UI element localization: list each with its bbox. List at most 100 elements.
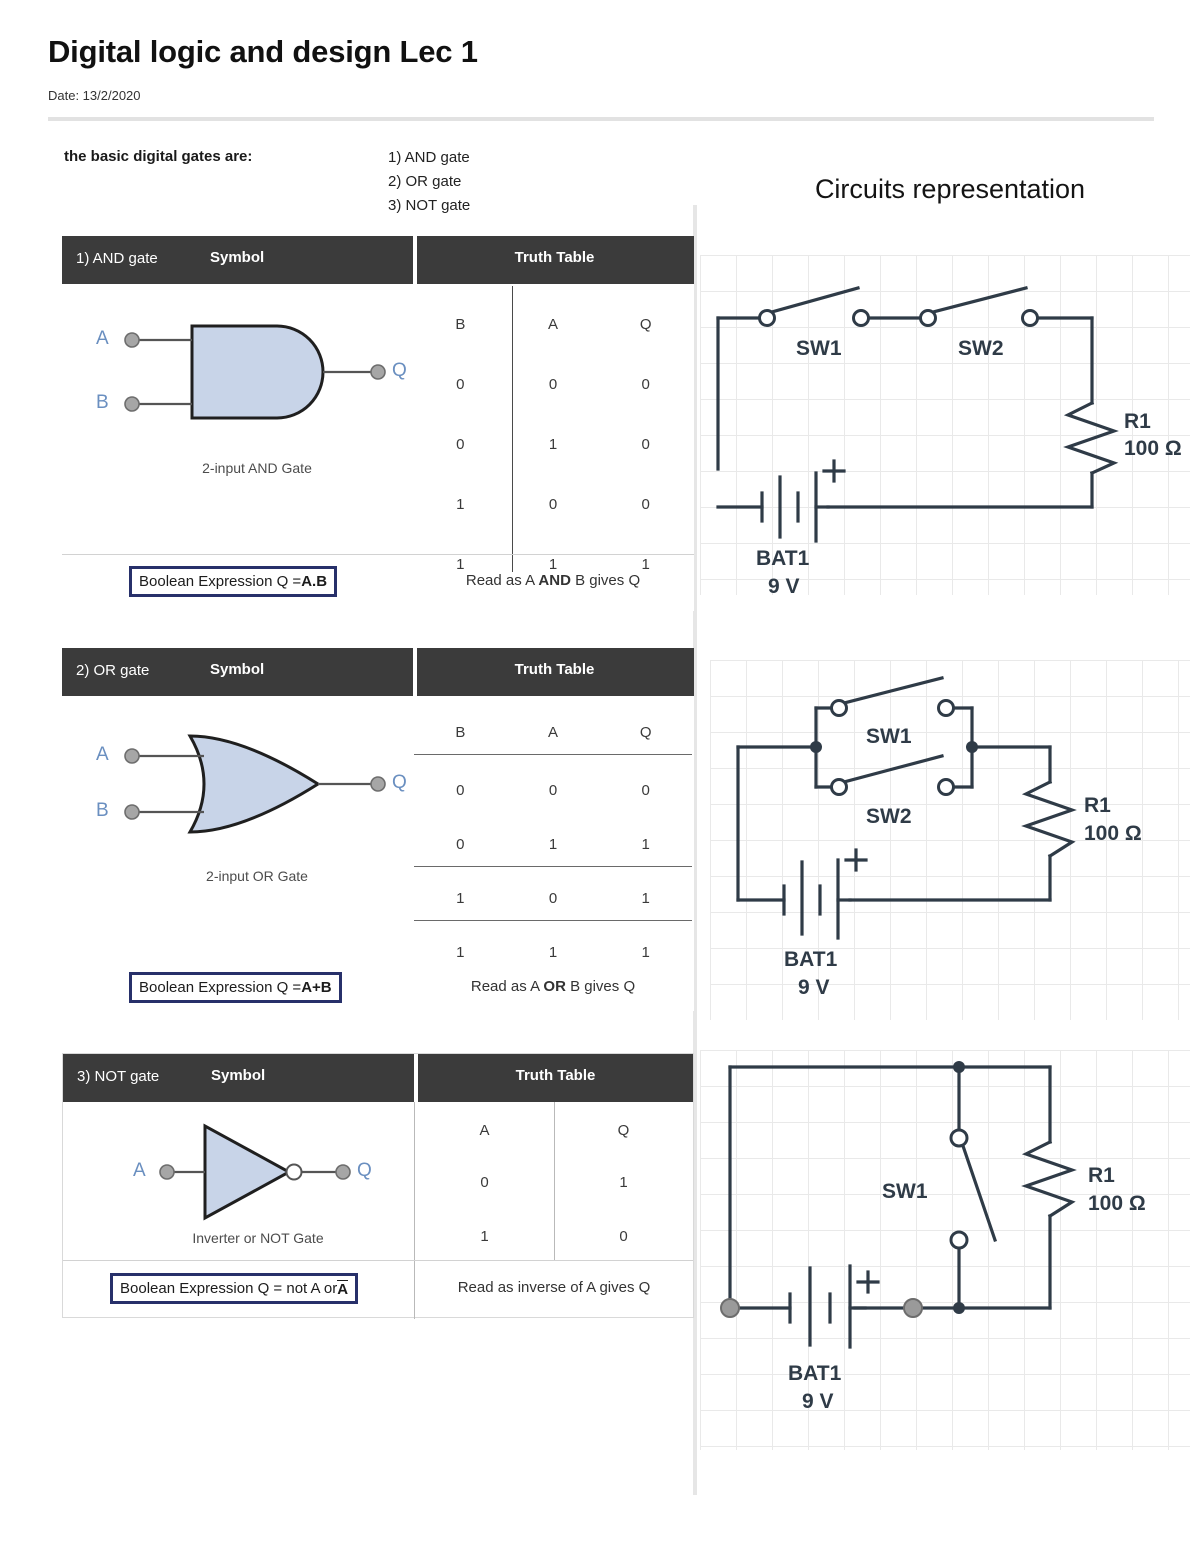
and-gate-card-header: 1) AND gate Symbol Truth Table (62, 236, 694, 284)
sw1-terminal-right (937, 699, 955, 717)
column-header: Q (639, 316, 652, 333)
cell: 1 (548, 836, 558, 853)
and-circuit-diagram: SW1 SW2 R1 100 Ω BAT1 9 V (716, 286, 1182, 595)
cell: 0 (456, 836, 465, 853)
cell: 1 (548, 556, 558, 573)
and-sw2-label: SW2 (958, 337, 1004, 360)
sw1-terminal-bottom (949, 1230, 969, 1250)
cell: 0 (548, 376, 558, 393)
or-input-b-label: B (96, 800, 109, 821)
and-gate-card: 1) AND gate Symbol Truth Table A B Q 2-i… (62, 236, 694, 611)
table-row: 1 0 (415, 1228, 693, 1245)
column-header: A (548, 316, 559, 333)
not-boolean-expression-box: Boolean Expression Q = not A or A (110, 1273, 359, 1304)
cell: 1 (641, 556, 650, 573)
and-battery-ref: BAT1 (756, 547, 810, 570)
not-battery-value: 9 V (802, 1390, 834, 1413)
table-row: 1 0 0 (414, 496, 692, 513)
table-row: 0 1 1 (414, 836, 692, 853)
not-input-a-label: A (133, 1160, 146, 1181)
not-boolean-prefix: Boolean Expression Q = not A or (120, 1280, 338, 1297)
not-resistor-value: 100 Ω (1088, 1192, 1146, 1215)
not-circuit-panel: SW1 R1 100 Ω BAT1 9 V (700, 1050, 1190, 1450)
intro-list-item: 2) OR gate (388, 173, 462, 190)
or-gate-card-header: 2) OR gate Symbol Truth Table (62, 648, 694, 696)
column-divider (693, 205, 697, 1495)
header-split (413, 236, 417, 284)
not-sw1-label: SW1 (882, 1180, 928, 1203)
and-table-header-row: B A Q (414, 316, 692, 333)
not-symbol-header: Symbol (211, 1067, 266, 1084)
sw1-terminal-right (852, 309, 870, 327)
not-bottom-junction (953, 1302, 965, 1314)
table-row: 0 1 0 (414, 436, 692, 453)
not-truth-table: A Q 0 1 1 0 (415, 1112, 693, 1260)
cell: 1 (548, 436, 558, 453)
not-read-pre: Read as inverse of A gives Q (457, 1279, 651, 1296)
not-card-bottom-separator (63, 1260, 693, 1261)
or-gate-card: 2) OR gate Symbol Truth Table A B Q 2-in… (62, 648, 694, 1011)
sw2-terminal-right (1021, 309, 1039, 327)
cell: 1 (641, 944, 650, 961)
cell: 1 (641, 890, 650, 907)
and-circuit-panel: SW1 SW2 R1 100 Ω BAT1 9 V (700, 255, 1190, 595)
table-rule (414, 754, 692, 755)
sw1-terminal-top (949, 1128, 969, 1148)
intro-list-item: 1) AND gate (388, 149, 470, 166)
or-truth-header: Truth Table (514, 661, 595, 678)
and-boolean-value: A.B (301, 573, 328, 590)
and-truth-header: Truth Table (514, 249, 595, 266)
cell: 0 (456, 376, 465, 393)
sw2-terminal-right (937, 778, 955, 796)
cell: 0 (480, 1174, 489, 1191)
or-gate-title: 2) OR gate (76, 662, 150, 679)
sw1-terminal-left (830, 699, 848, 717)
or-read-op: OR (543, 978, 566, 995)
column-header: Q (639, 724, 652, 741)
not-gate-title: 3) NOT gate (77, 1068, 160, 1085)
table-row: 0 0 0 (414, 376, 692, 393)
circuits-section-heading: Circuits representation (814, 174, 1086, 204)
intro-list-item: 3) NOT gate (388, 197, 471, 214)
and-table-divider (512, 286, 513, 572)
cell: 1 (480, 1228, 489, 1245)
not-truth-header: Truth Table (515, 1067, 596, 1084)
and-sw1-label: SW1 (796, 337, 842, 360)
and-battery-value: 9 V (768, 575, 800, 595)
not-output-q-label: Q (357, 1160, 372, 1181)
or-symbol-caption: 2-input OR Gate (206, 868, 308, 884)
not-card-column-separator (414, 1102, 415, 1319)
and-resistor-ref: R1 (1124, 410, 1151, 433)
and-input-b-label: B (96, 392, 109, 413)
not-boolean-value: A (337, 1279, 349, 1298)
or-circuit-diagram: SW1 SW2 R1 100 Ω BAT1 9 V (736, 676, 1142, 999)
page-title: Digital logic and design Lec 1 (48, 34, 478, 69)
column-header: B (455, 316, 466, 333)
not-left-node (720, 1298, 740, 1318)
cell: 1 (456, 556, 465, 573)
cell: 0 (641, 496, 650, 513)
column-header: A (548, 724, 559, 741)
and-output-q-label: Q (392, 360, 407, 381)
and-input-a-label: A (96, 328, 109, 349)
table-rule (414, 866, 692, 867)
and-resistor-value: 100 Ω (1124, 437, 1182, 460)
or-resistor-ref: R1 (1084, 794, 1111, 817)
and-read-as: Read as A AND B gives Q (414, 572, 692, 589)
and-read-pre: Read as A (465, 572, 539, 589)
and-gate-drawing (124, 324, 386, 420)
or-truth-table: B A Q 0 0 0 0 1 1 1 0 1 1 1 1 (414, 710, 692, 975)
not-mid-node (903, 1298, 923, 1318)
not-symbol-caption: Inverter or NOT Gate (192, 1230, 324, 1246)
title-divider (48, 117, 1154, 121)
table-row: 0 0 0 (414, 782, 692, 799)
or-boolean-expression-box: Boolean Expression Q = A+B (129, 972, 342, 1003)
not-circuit-diagram: SW1 R1 100 Ω BAT1 9 V (720, 1061, 1146, 1413)
or-symbol-header: Symbol (210, 661, 265, 678)
or-gate-symbol: A B Q 2-input OR Gate (92, 720, 422, 900)
and-symbol-caption: 2-input AND Gate (202, 460, 312, 476)
and-card-separator (62, 554, 694, 555)
not-read-as: Read as inverse of A gives Q (415, 1279, 693, 1296)
cell: 1 (456, 890, 465, 907)
and-truth-table: B A Q 0 0 0 0 1 0 1 0 0 1 1 1 (414, 286, 692, 573)
